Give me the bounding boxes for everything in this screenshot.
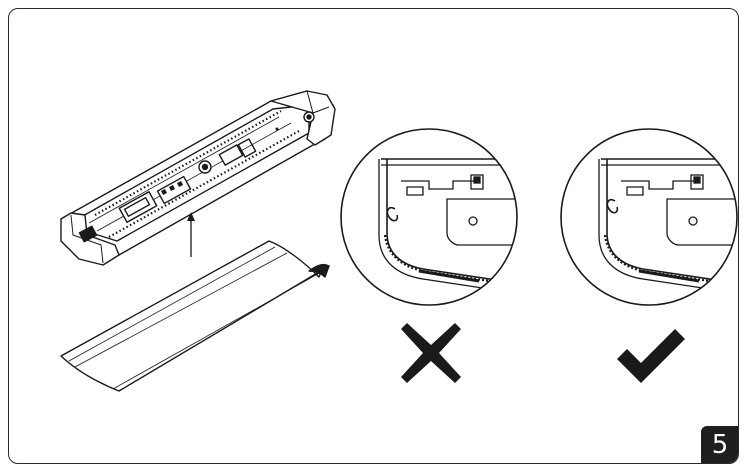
check-mark-icon: [617, 329, 685, 383]
luminaire-housing: [60, 90, 336, 266]
detail-correct: [560, 128, 738, 306]
detail-incorrect: [340, 128, 518, 306]
arrow-up-icon: [187, 212, 195, 257]
step-number-badge: 5: [701, 426, 738, 463]
instruction-panel: 5: [8, 8, 739, 464]
cross-mark-icon: [401, 323, 461, 383]
assembly-illustration: [60, 90, 738, 392]
diffuser-cover: [60, 240, 330, 392]
